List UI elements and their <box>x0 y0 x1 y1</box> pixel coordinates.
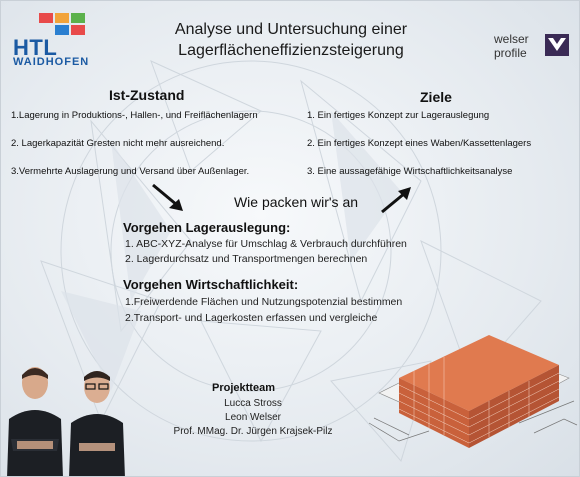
team-member-3: Prof. MMag. Dr. Jürgen Krajsek-Pilz <box>173 426 333 437</box>
person-photo-1 <box>7 367 63 476</box>
vorgehen-wirt-heading: Vorgehen Wirtschaftlichkeit: <box>123 277 299 292</box>
ist-item-1: 1.Lagerung in Produktions-, Hallen-, und… <box>11 110 258 121</box>
welser-logo-line2: profile <box>494 46 527 60</box>
poster-title: Analyse und Untersuchung einer Lagerfläc… <box>141 19 441 61</box>
ziele-heading: Ziele <box>420 89 452 105</box>
approach-heading: Wie packen wir's an <box>233 194 359 210</box>
ziele-item-2: 2. Ein fertiges Konzept eines Waben/Kass… <box>307 138 532 149</box>
title-line-1: Analyse und Untersuchung einer <box>174 21 408 38</box>
team-heading: Projektteam <box>212 382 275 394</box>
ist-zustand-heading: Ist-Zustand <box>109 87 185 103</box>
ist-item-3: 3.Vermehrte Auslagerung und Versand über… <box>11 166 250 177</box>
ist-item-2: 2. Lagerkapazität Gresten nicht mehr aus… <box>11 138 225 149</box>
htl-logo-subtext: WAIDHOFEN <box>13 56 90 68</box>
vorgehen-lager-item-1: 1. ABC-XYZ-Analyse für Umschlag & Verbra… <box>125 238 407 250</box>
vorgehen-wirt-item-2: 2.Transport- und Lagerkosten erfassen un… <box>125 312 378 324</box>
team-member-2: Leon Welser <box>225 412 281 423</box>
vorgehen-lager-heading: Vorgehen Lagerauslegung: <box>123 220 291 235</box>
warehouse-rack-illustration <box>369 335 578 448</box>
htl-logo-icon <box>39 13 85 35</box>
arrow-up-right-icon <box>381 187 411 214</box>
vorgehen-lager-item-2: 2. Lagerdurchsatz und Transportmengen be… <box>125 253 368 265</box>
person-photo-2 <box>69 371 125 476</box>
vorgehen-wirt-item-1: 1.Freiwerdende Flächen und Nutzungspoten… <box>125 296 403 308</box>
ziele-item-3: 3. Eine aussagefähige Wirtschaftlichkeit… <box>307 166 513 177</box>
htl-logo-text: HTL <box>13 35 58 60</box>
welser-logo-line1: welser <box>494 32 529 46</box>
team-member-1: Lucca Stross <box>224 398 282 409</box>
ziele-item-1: 1. Ein fertiges Konzept zur Lagerauslegu… <box>307 110 490 121</box>
arrow-down-right-icon <box>152 183 183 211</box>
welser-logo-icon <box>545 34 569 56</box>
title-line-2: Lagerflächeneffizienzsteigerung <box>178 42 404 59</box>
